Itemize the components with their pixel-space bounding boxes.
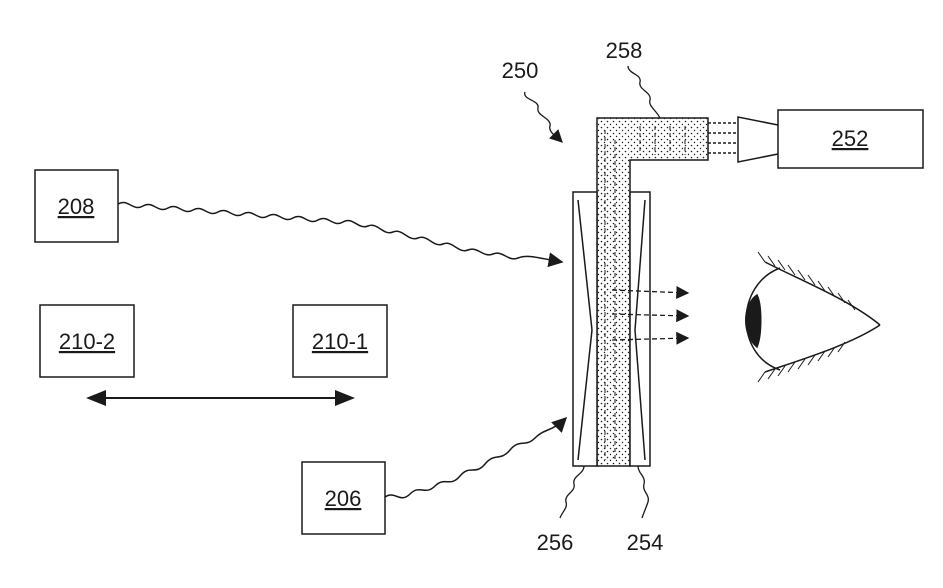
leader-254: [637, 465, 649, 519]
label-254: 254: [627, 530, 664, 555]
double-arrow: [86, 390, 355, 406]
label-206: 206: [325, 486, 362, 511]
label-210-1: 210-1: [312, 329, 368, 354]
output-rays: [611, 286, 690, 345]
projector-cone: [708, 116, 779, 163]
label-252: 252: [832, 126, 869, 151]
label-256: 256: [537, 530, 574, 555]
combiner-254: [629, 191, 651, 467]
label-208: 208: [58, 194, 95, 219]
wavy-ray-206: [384, 416, 568, 499]
wavy-ray-208: [117, 201, 564, 268]
box-206: 206: [301, 461, 386, 535]
label-250: 250: [502, 58, 539, 83]
eye-icon: [745, 251, 881, 383]
label-210-2: 210-2: [59, 329, 115, 354]
leader-258: [627, 65, 661, 119]
label-258: 258: [606, 38, 643, 63]
box-208: 208: [34, 169, 119, 243]
leader-256: [559, 465, 585, 519]
box-210-2: 210-2: [39, 304, 135, 378]
box-252: 252: [777, 109, 924, 169]
combiner-256: [572, 191, 598, 467]
box-210-1: 210-1: [292, 304, 388, 378]
leader-250: [524, 91, 563, 143]
